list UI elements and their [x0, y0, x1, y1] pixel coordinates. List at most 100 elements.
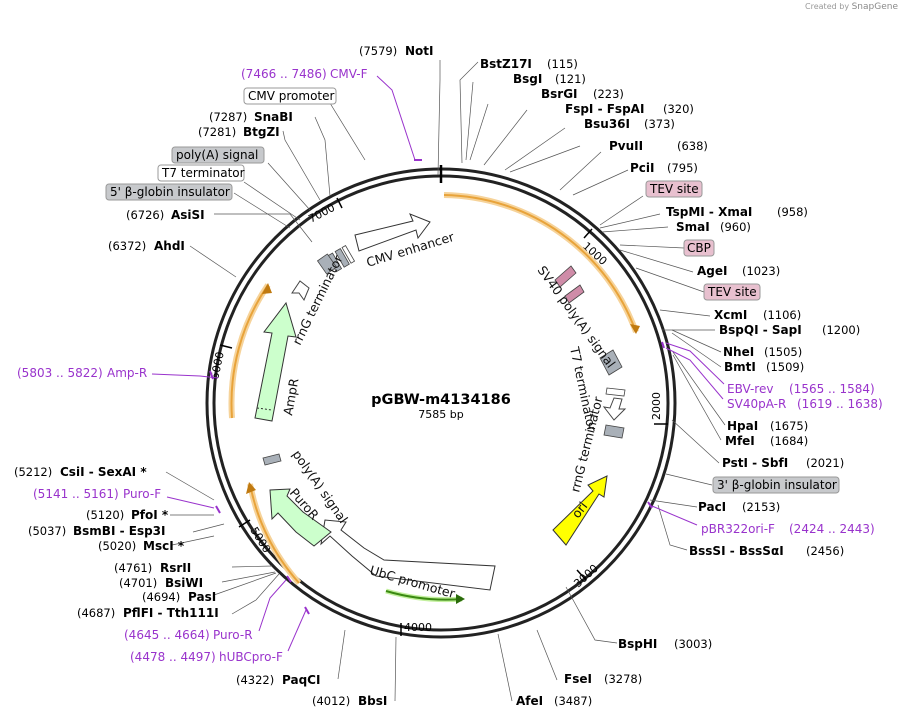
enzyme-nhei[interactable]: NheI (1505): [723, 345, 802, 359]
enzyme-xcmi[interactable]: XcmI (1106): [714, 308, 801, 322]
boxed-label-5-globin-insulator[interactable]: 5' β-globin insulator: [105, 183, 233, 201]
enzyme-pflfi-tth111i[interactable]: (4687) PflFI - Tth111I: [77, 606, 219, 620]
tev-site-feature-2[interactable]: [564, 284, 585, 304]
primer-puro-r[interactable]: (4645 .. 4664) Puro-R: [124, 628, 253, 642]
ori-feature[interactable]: [552, 475, 608, 546]
enzyme-pasi[interactable]: (4694) PasI: [142, 590, 216, 604]
svg-text:(1684): (1684): [770, 434, 808, 448]
svg-text:NheI: NheI: [723, 345, 754, 359]
svg-text:(1675): (1675): [770, 419, 808, 433]
svg-text:2000: 2000: [650, 392, 663, 420]
enzyme-ahdi[interactable]: (6372) AhdI: [108, 239, 185, 253]
sv40-polya-feature[interactable]: [599, 349, 623, 376]
ampr-feature[interactable]: [254, 301, 297, 422]
primer-puro-f[interactable]: (5141 .. 5161) Puro-F: [33, 487, 161, 501]
svg-text:T7 terminator: T7 terminator: [161, 166, 245, 180]
svg-text:(5803 .. 5822): (5803 .. 5822): [17, 366, 103, 380]
enzyme-bsmbi-esp3i[interactable]: (5037) BsmBI - Esp3I: [28, 524, 165, 538]
enzyme-tspmi-xmai[interactable]: TspMI - XmaI (958): [666, 205, 808, 219]
primer-sv40pa-r[interactable]: SV40pA-R (1619 .. 1638): [727, 397, 883, 411]
enzyme-snabi[interactable]: (7287) SnaBI: [209, 110, 293, 124]
enzyme-bsgi[interactable]: BsgI (121): [513, 72, 586, 86]
puror-feature[interactable]: [269, 488, 332, 547]
svg-text:BbsI: BbsI: [358, 694, 387, 708]
svg-text:HpaI: HpaI: [727, 419, 758, 433]
enzyme-bstz17i[interactable]: BstZ17I (115): [480, 57, 578, 71]
boxed-label-3-globin-insulator[interactable]: 3' β-globin insulator: [712, 476, 840, 494]
primer-amp-r[interactable]: (5803 .. 5822) Amp-R: [17, 366, 147, 380]
enzyme-bbsi[interactable]: (4012) BbsI: [312, 694, 387, 708]
enzyme-bsrgi[interactable]: BsrGI (223): [541, 87, 624, 101]
boxed-label-tev-site-2[interactable]: TEV site: [703, 283, 761, 301]
boxed-label-t7-terminator[interactable]: T7 terminator: [157, 164, 245, 182]
svg-text:AsiSI: AsiSI: [171, 208, 205, 222]
svg-text:BstZ17I: BstZ17I: [480, 57, 532, 71]
svg-text:5' β-globin insulator: 5' β-globin insulator: [110, 185, 230, 199]
t7-terminator-feature[interactable]: [605, 387, 626, 397]
cmv-enhancer-feature[interactable]: [354, 213, 431, 252]
primer-cmv-f[interactable]: (7466 .. 7486) CMV-F: [241, 67, 368, 81]
tick-4000: 4000: [400, 621, 432, 636]
svg-text:(1200): (1200): [822, 323, 860, 337]
enzyme-pcii[interactable]: PciI (795): [630, 161, 698, 175]
primer-ebv-rev[interactable]: EBV-rev (1565 .. 1584): [727, 382, 875, 396]
enzyme-fsei[interactable]: FseI (3278): [564, 672, 642, 686]
enzyme-psti-sbfi[interactable]: PstI - SbfI (2021): [722, 456, 844, 470]
svg-text:hUBCpro-F: hUBCpro-F: [219, 650, 283, 664]
enzyme-fspi-fspai[interactable]: FspI - FspAI (320): [565, 102, 694, 116]
svg-text:(1106): (1106): [763, 308, 801, 322]
svg-text:(1509): (1509): [766, 360, 804, 374]
svg-text:(958): (958): [777, 205, 808, 219]
grey-markers-top: [326, 245, 356, 273]
tick-2000: 2000: [650, 392, 668, 425]
enzyme-bsu36i[interactable]: Bsu36I (373): [584, 117, 675, 131]
enzyme-msci[interactable]: (5020) MscI *: [98, 539, 185, 553]
svg-text:NotI: NotI: [405, 44, 434, 58]
primer-hubcpro-f[interactable]: (4478 .. 4497) hUBCpro-F: [130, 650, 283, 664]
enzyme-paqci[interactable]: (4322) PaqCI: [236, 673, 320, 687]
enzyme-bsssi-bsssai[interactable]: BssSI - BssSαI (2456): [689, 544, 844, 558]
svg-text:BsiWI: BsiWI: [165, 576, 203, 590]
svg-text:3' β-globin insulator: 3' β-globin insulator: [717, 478, 837, 492]
boxed-label-tev-site-1[interactable]: TEV site: [645, 180, 703, 198]
svg-text:(960): (960): [720, 220, 751, 234]
green-orf-arrowhead: [456, 594, 465, 604]
enzyme-csii-sexai[interactable]: (5212) CsiI - SexAI *: [14, 465, 147, 479]
enzyme-paci[interactable]: PacI (2153): [698, 500, 780, 514]
boxed-label-cmv-promoter[interactable]: CMV promoter: [243, 87, 337, 105]
enzyme-smai[interactable]: SmaI (960): [676, 220, 751, 234]
enzyme-rsrii[interactable]: (4761) RsrII: [114, 561, 191, 575]
enzyme-noti[interactable]: (7579) NotI: [359, 44, 434, 58]
enzyme-pfoi[interactable]: (5120) PfoI *: [86, 508, 169, 522]
svg-text:(320): (320): [663, 102, 694, 116]
rrnG-terminator-arrow-right[interactable]: [602, 397, 627, 421]
svg-text:(121): (121): [555, 72, 586, 86]
enzyme-mfei[interactable]: MfeI (1684): [725, 434, 808, 448]
enzyme-hpai[interactable]: HpaI (1675): [727, 419, 808, 433]
credit-brand: SnapGene: [851, 2, 898, 12]
svg-text:(7579): (7579): [359, 44, 397, 58]
enzyme-bmti[interactable]: BmtI (1509): [724, 360, 804, 374]
boxed-label-cbp[interactable]: CBP: [683, 239, 715, 257]
enzyme-asisi[interactable]: (6726) AsiSI: [126, 208, 205, 222]
label-rrnG-terminator-left: rrnG terminator: [289, 252, 346, 347]
enzyme-pvuii[interactable]: PvuII (638): [609, 139, 708, 153]
svg-text:(7466 .. 7486): (7466 .. 7486): [241, 67, 327, 81]
enzyme-bspqi-sapi[interactable]: BspQI - SapI (1200): [719, 323, 860, 337]
svg-text:poly(A) signal: poly(A) signal: [176, 148, 258, 162]
primer-pbr322ori-f[interactable]: pBR322ori-F (2424 .. 2443): [701, 522, 875, 536]
svg-text:(7287): (7287): [209, 110, 247, 124]
enzyme-bsiwi[interactable]: (4701) BsiWI: [119, 576, 203, 590]
svg-text:BspQI - SapI: BspQI - SapI: [719, 323, 802, 337]
boxed-label-polya-signal[interactable]: poly(A) signal: [171, 146, 265, 164]
svg-text:4000: 4000: [404, 621, 432, 634]
tev-site-feature-1[interactable]: [554, 265, 577, 288]
enzyme-agei[interactable]: AgeI (1023): [697, 264, 780, 278]
svg-text:FseI: FseI: [564, 672, 592, 686]
svg-text:(5037): (5037): [28, 524, 66, 538]
rrnG-terminator-arrow-top[interactable]: [291, 280, 310, 302]
enzyme-btgzi[interactable]: (7281) BtgZI: [198, 125, 280, 139]
enzyme-bsphi[interactable]: BspHI (3003): [618, 637, 712, 651]
enzyme-afei[interactable]: AfeI (3487): [516, 694, 592, 708]
